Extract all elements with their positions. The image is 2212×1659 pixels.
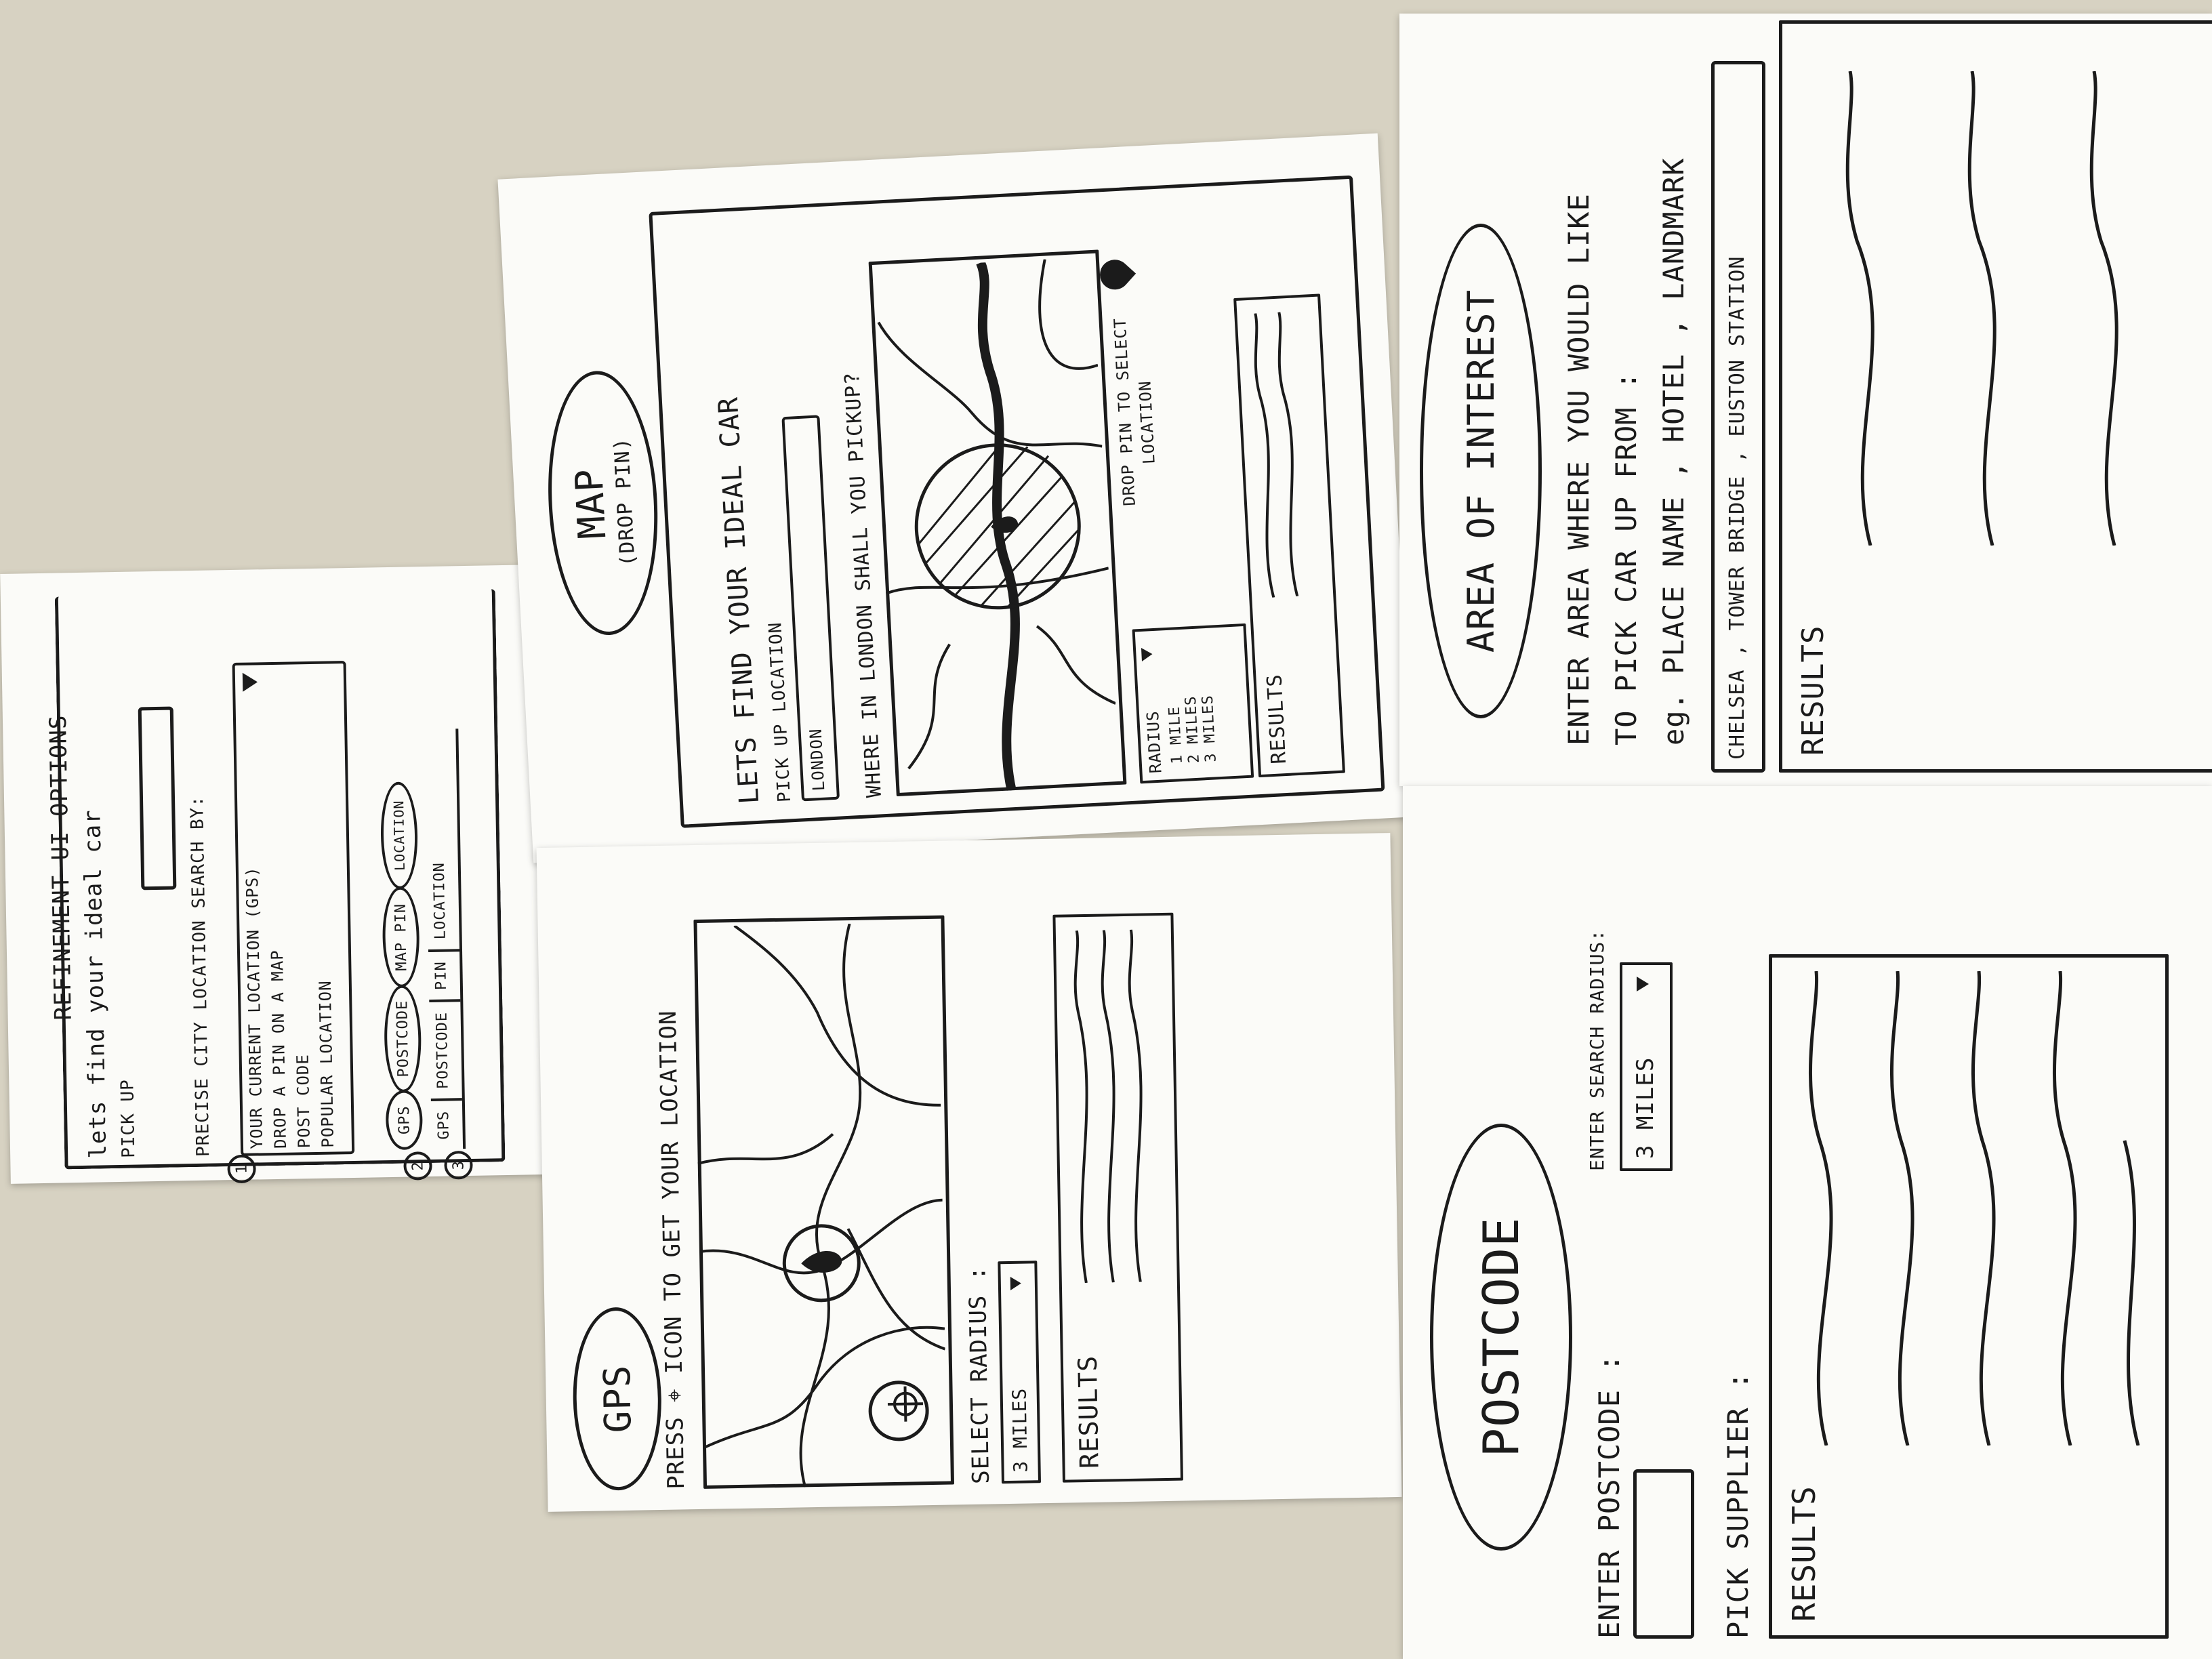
results-panel: RESULTS — [1779, 20, 2212, 773]
map-drawing — [877, 259, 1116, 792]
option-post-code[interactable]: POST CODE — [293, 1053, 314, 1149]
radius-select[interactable]: 3 MILES — [1620, 962, 1673, 1171]
tab-gps[interactable]: GPS — [430, 1098, 464, 1149]
postcode-title: POSTCODE — [1473, 1216, 1530, 1458]
radius-label: SELECT RADIUS : — [964, 1265, 996, 1485]
tab-location[interactable]: LOCATION — [430, 862, 449, 940]
instruction-line-2: TO PICK CAR UP FROM : — [1610, 371, 1643, 745]
gps-title: GPS — [595, 1364, 640, 1433]
map-title-oval: MAP (DROP PIN) — [541, 368, 664, 638]
instruction-line-3: eg. PLACE NAME , HOTEL , LANDMARK — [1657, 157, 1690, 745]
postcode-input[interactable] — [1633, 1469, 1694, 1639]
sketch-postcode: POSTCODE ENTER POSTCODE : ENTER SEARCH R… — [1403, 786, 2212, 1659]
option-popular-location[interactable]: POPULAR LOCATION — [315, 980, 338, 1148]
sketch-map-drop-pin: MAP (DROP PIN) LETS FIND YOUR IDEAL CAR … — [497, 133, 1414, 863]
enter-postcode-label: ENTER POSTCODE : — [1593, 1353, 1626, 1639]
map-drawing — [697, 923, 946, 1488]
sketch-gps: GPS PRESS ⌖ ICON TO GET YOUR LOCATION SE… — [536, 833, 1402, 1512]
map-title: MAP — [567, 467, 615, 540]
pick-supplier-label: PICK SUPPLIER : — [1721, 1371, 1755, 1639]
results-label: RESULTS — [1263, 673, 1292, 765]
sketch-area-of-interest: AREA OF INTEREST ENTER AREA WHERE YOU WO… — [1399, 14, 2212, 786]
postcode-title-oval: POSTCODE — [1430, 1124, 1572, 1551]
aoi-title-oval: AREA OF INTEREST — [1420, 224, 1542, 718]
map-subtitle: (DROP PIN) — [609, 436, 640, 567]
option-drop-pin[interactable]: DROP A PIN ON A MAP — [267, 949, 291, 1149]
locate-me-icon[interactable] — [884, 1383, 926, 1425]
pick-up-input[interactable] — [138, 706, 177, 890]
gps-title-oval: GPS — [571, 1306, 663, 1492]
results-label: RESULTS — [1072, 1355, 1105, 1469]
tab-pin[interactable]: PIN — [428, 948, 461, 1000]
radius-label: ENTER SEARCH RADIUS: — [1586, 928, 1608, 1171]
section3-number: 3 — [444, 1150, 473, 1180]
results-label: RESULTS — [1796, 625, 1830, 756]
section2-number: 2 — [403, 1151, 432, 1181]
instruction-line-1: ENTER AREA WHERE YOU WOULD LIKE — [1562, 193, 1595, 745]
section1-number: 1 — [227, 1154, 256, 1184]
dropdown-arrow-icon — [1637, 977, 1649, 991]
area-input[interactable]: CHELSEA , TOWER BRIDGE , EUSTON STATION — [1711, 61, 1765, 773]
results-panel: RESULTS — [1233, 293, 1346, 778]
results-label: RESULTS — [1786, 1486, 1822, 1622]
results-panel: RESULTS — [1769, 954, 2169, 1639]
tab-postcode[interactable]: POSTCODE — [429, 999, 462, 1099]
aoi-title: AREA OF INTEREST — [1459, 289, 1502, 653]
results-panel: RESULTS — [1052, 912, 1183, 1483]
dropdown-arrow-icon — [1010, 1276, 1022, 1290]
dropdown-arrow-icon — [1141, 647, 1153, 661]
radius-select[interactable]: 3 MILES — [998, 1261, 1042, 1484]
pick-up-label: PICK UP — [117, 1078, 140, 1159]
sketch-refinement-options: REFINEMENT UI OPTIONS lets find your ide… — [0, 565, 546, 1184]
